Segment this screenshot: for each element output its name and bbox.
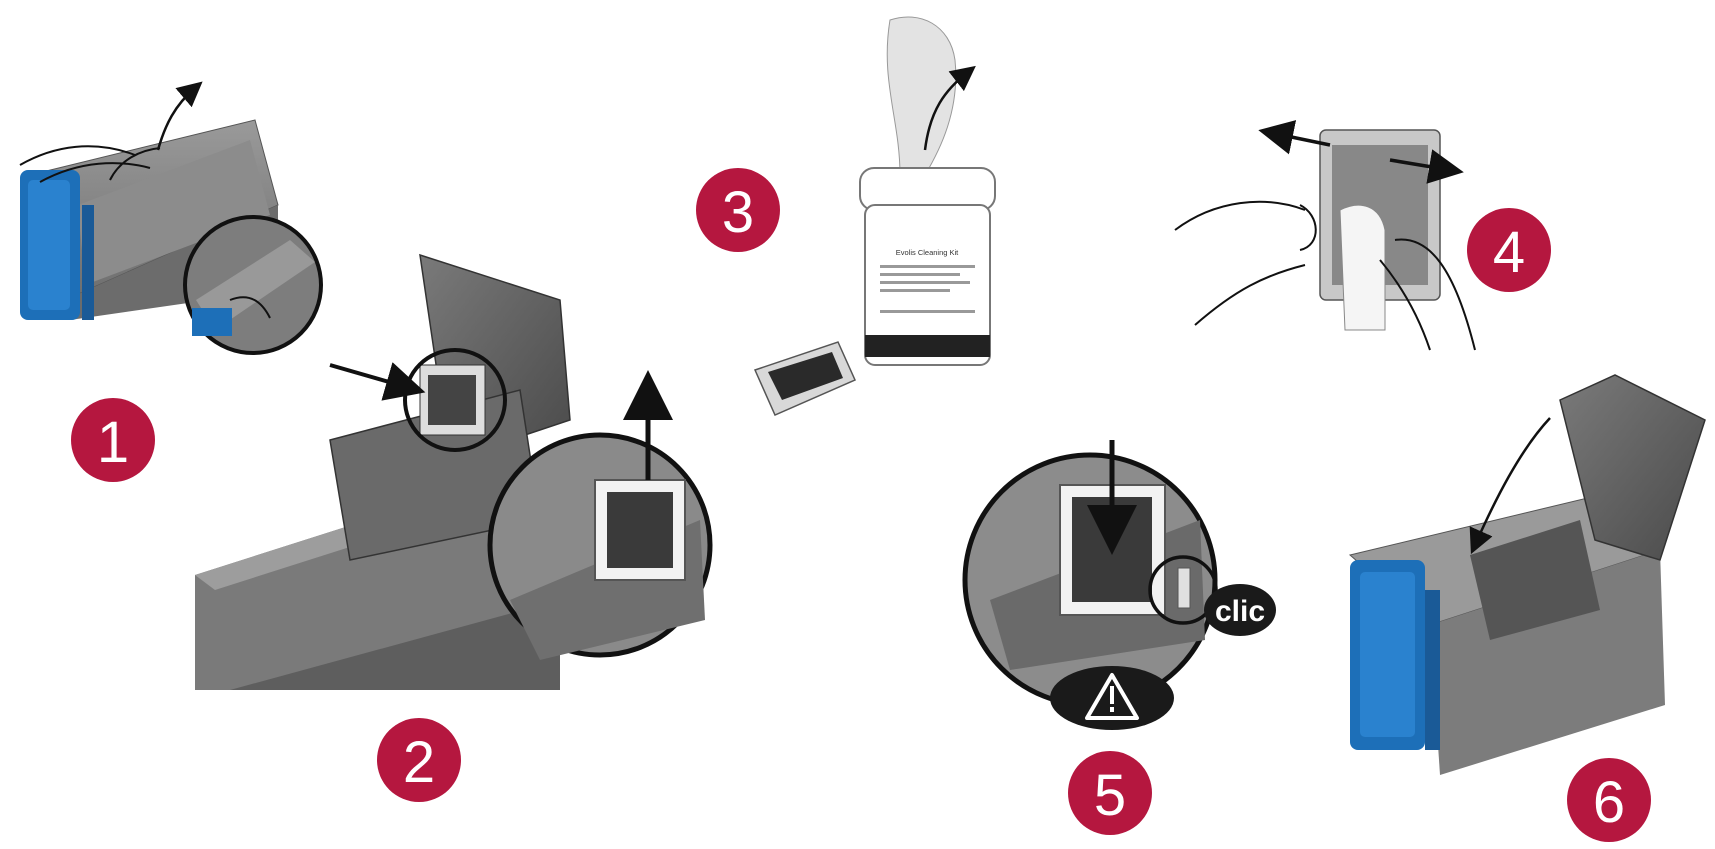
step-6-illustration xyxy=(1350,375,1705,775)
step-number-5: 5 xyxy=(1094,763,1126,828)
warning-triangle-icon xyxy=(1050,666,1174,730)
step-number-4: 4 xyxy=(1493,220,1525,285)
step-4-illustration xyxy=(1175,130,1475,350)
step-3-illustration: Evolis Cleaning Kit xyxy=(755,17,995,415)
clic-label: clic xyxy=(1204,584,1276,636)
step-number-6: 6 xyxy=(1593,770,1625,835)
step-badge-5: 5 xyxy=(1068,751,1152,835)
step-badge-3: 3 xyxy=(696,168,780,252)
step-badge-4: 4 xyxy=(1467,208,1551,292)
step-1-illustration xyxy=(20,88,321,353)
step-number-3: 3 xyxy=(722,180,754,245)
svg-text:clic: clic xyxy=(1215,595,1265,628)
step-badge-2: 2 xyxy=(377,718,461,802)
step-number-1: 1 xyxy=(97,410,129,475)
wipe-box-title: Evolis Cleaning Kit xyxy=(896,248,959,257)
step-badge-1: 1 xyxy=(71,398,155,482)
step-badge-6: 6 xyxy=(1567,758,1651,842)
step-number-2: 2 xyxy=(403,730,435,795)
step-5-illustration: clic xyxy=(965,440,1276,730)
